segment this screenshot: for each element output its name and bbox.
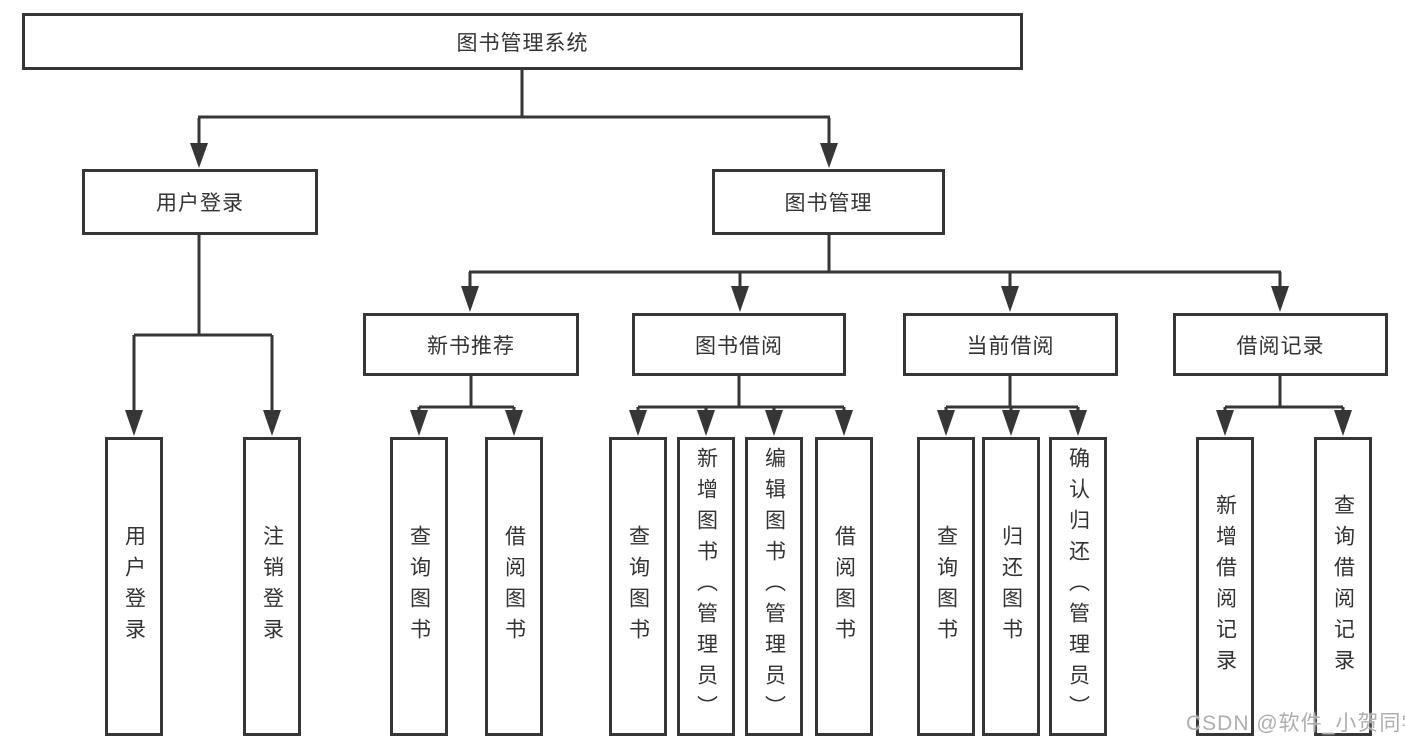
leaf-query-books-borrow: 查询图书 — [609, 437, 667, 736]
node-book-borrow: 图书借阅 — [632, 313, 846, 376]
leaf-borrow-books-recommend: 借阅图书 — [485, 437, 543, 736]
node-library-management-system: 图书管理系统 — [22, 13, 1023, 70]
csdn-watermark: CSDN @软件_小贺同学 — [1186, 712, 1405, 735]
leaf-query-books-current: 查询图书 — [917, 437, 975, 736]
leaf-borrow-books: 借阅图书 — [815, 437, 873, 736]
leaf-query-books-recommend: 查询图书 — [390, 437, 448, 736]
node-user-login: 用户登录 — [82, 169, 318, 235]
leaf-edit-book-admin: 编辑图书（管理员） — [745, 437, 803, 736]
node-current-borrow: 当前借阅 — [903, 313, 1118, 376]
leaf-user-login: 用户登录 — [105, 437, 163, 736]
leaf-confirm-return-admin: 确认归还（管理员） — [1049, 437, 1107, 736]
node-new-book-recommend: 新书推荐 — [363, 313, 579, 376]
leaf-add-borrow-record: 新增借阅记录 — [1196, 437, 1254, 736]
node-book-management: 图书管理 — [712, 169, 945, 235]
leaf-query-borrow-record: 查询借阅记录 — [1314, 437, 1372, 736]
leaf-add-book-admin: 新增图书（管理员） — [677, 437, 735, 736]
leaf-return-book: 归还图书 — [982, 437, 1040, 736]
node-borrow-records: 借阅记录 — [1173, 313, 1388, 376]
leaf-logout-login: 注销登录 — [243, 437, 301, 736]
